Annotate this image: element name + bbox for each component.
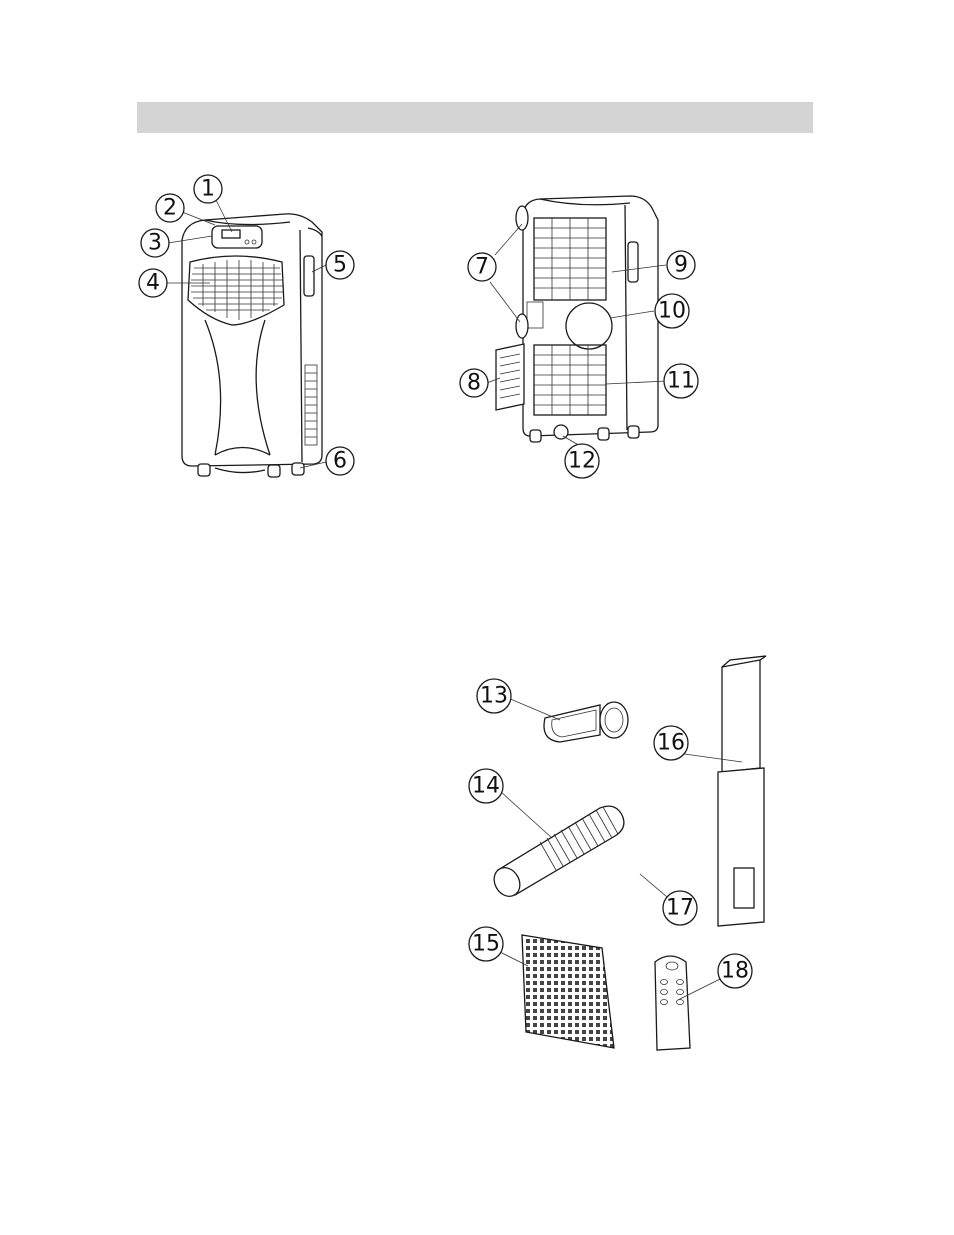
window-adapter	[544, 702, 628, 742]
callout-17: 17	[663, 891, 697, 925]
callout-15: 15	[469, 927, 503, 961]
svg-text:3: 3	[148, 231, 162, 256]
callout-16: 16	[654, 726, 688, 760]
svg-text:15: 15	[472, 932, 500, 957]
svg-text:18: 18	[721, 959, 749, 984]
svg-text:9: 9	[674, 253, 688, 278]
front-view-unit	[182, 214, 322, 477]
callout-3: 3	[141, 229, 169, 257]
svg-text:14: 14	[472, 774, 500, 799]
exhaust-hose	[489, 806, 624, 901]
svg-text:13: 13	[480, 684, 508, 709]
callout-9: 9	[667, 251, 695, 279]
callout-8: 8	[460, 369, 488, 397]
callout-10: 10	[655, 294, 689, 328]
callout-12: 12	[565, 444, 599, 478]
callout-5: 5	[326, 251, 354, 279]
svg-text:17: 17	[666, 896, 694, 921]
svg-text:11: 11	[667, 369, 695, 394]
svg-text:2: 2	[163, 196, 177, 221]
callout-13: 13	[477, 679, 511, 713]
svg-text:4: 4	[146, 271, 160, 296]
callout-18: 18	[718, 954, 752, 988]
callout-11: 11	[664, 364, 698, 398]
svg-text:8: 8	[467, 371, 481, 396]
filter-screen	[522, 935, 614, 1048]
svg-text:7: 7	[475, 255, 489, 280]
svg-text:16: 16	[657, 731, 685, 756]
drain-hose	[604, 857, 688, 866]
svg-text:10: 10	[658, 299, 686, 324]
window-slider-kit	[718, 656, 766, 926]
svg-text:1: 1	[201, 177, 215, 202]
callout-7: 7	[468, 253, 496, 281]
rear-view-unit	[496, 196, 658, 442]
callout-14: 14	[469, 769, 503, 803]
svg-text:5: 5	[333, 253, 347, 278]
svg-text:6: 6	[333, 449, 347, 474]
remote-control	[655, 956, 690, 1050]
svg-text:12: 12	[568, 449, 596, 474]
callout-1: 1	[194, 175, 222, 203]
callout-2: 2	[156, 194, 184, 222]
callout-4: 4	[139, 269, 167, 297]
callout-6: 6	[326, 447, 354, 475]
